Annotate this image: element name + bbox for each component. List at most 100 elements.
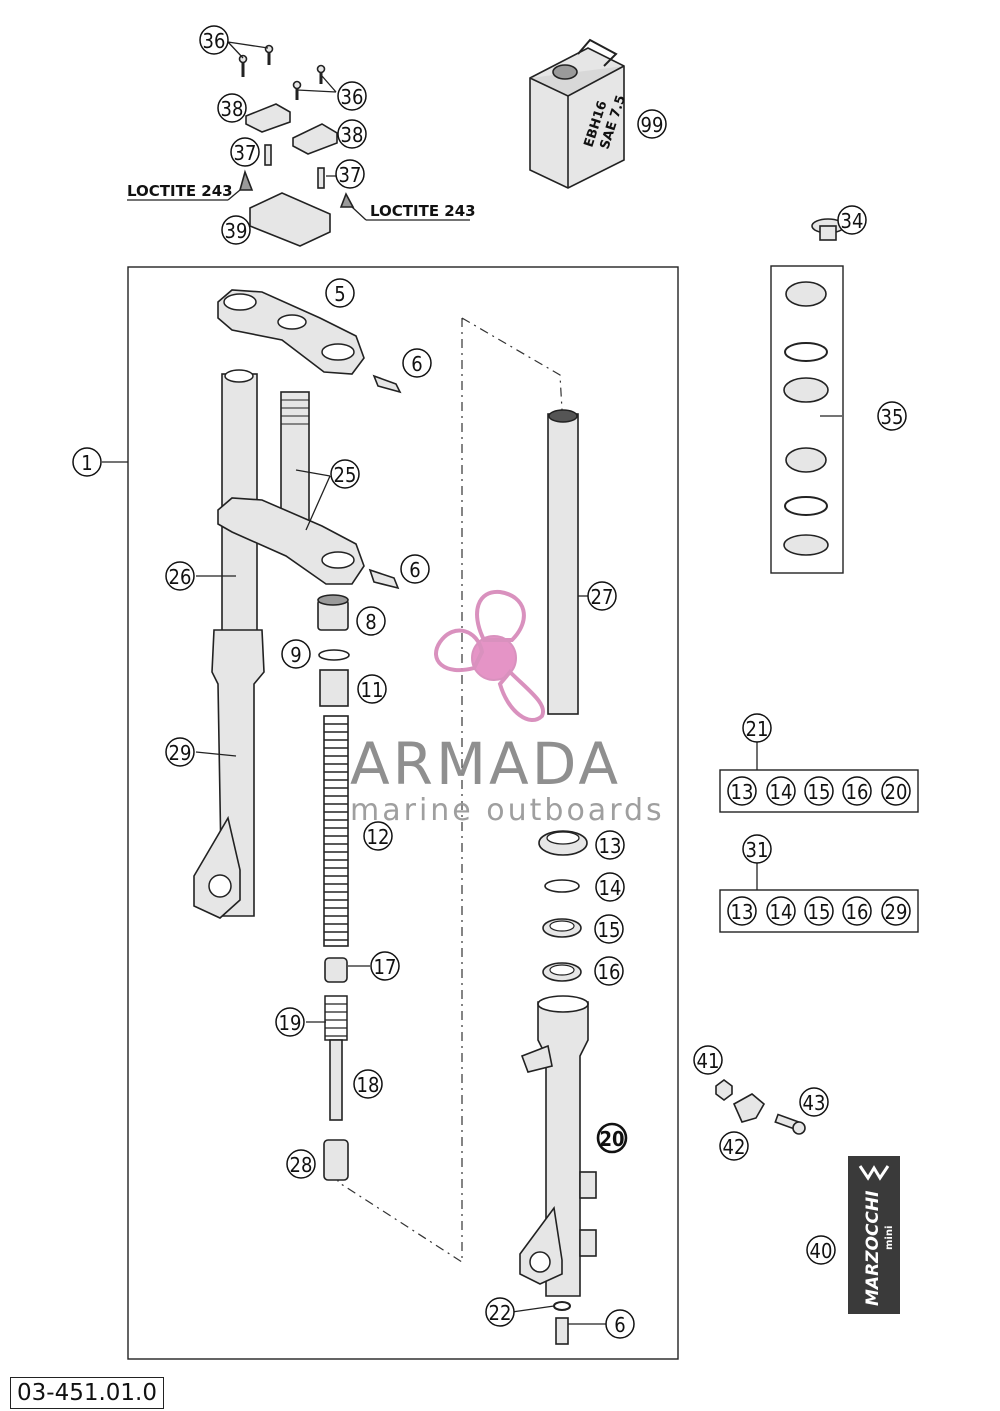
callout-label: 40	[810, 1239, 833, 1263]
callout-31: 31	[742, 834, 772, 864]
cable-clip-42	[732, 1093, 766, 1123]
callout-label: 42	[723, 1135, 746, 1159]
callout-label: 12	[367, 825, 390, 849]
callout-label: 11	[361, 678, 384, 702]
callout-label: 99	[641, 113, 664, 137]
callout-99: 99	[637, 109, 667, 139]
callout-label: 5	[334, 282, 345, 306]
callout-43: 43	[799, 1087, 829, 1117]
callout-12: 12	[363, 821, 393, 851]
callout-label: 41	[697, 1049, 720, 1073]
propeller-logo	[434, 589, 546, 723]
watermark-tagline: marine outboards	[350, 793, 665, 828]
callout-label: 15	[598, 918, 621, 942]
bottom-bolt-6	[555, 1317, 569, 1345]
callout-36: 36	[337, 81, 367, 111]
callout-label: 37	[234, 141, 257, 165]
callout-label: 13	[731, 780, 754, 804]
bolt-43	[774, 1113, 806, 1135]
callout-label: 29	[885, 900, 908, 924]
fork-oil-can	[529, 38, 625, 189]
circlip-14	[544, 879, 580, 893]
callout-11: 11	[357, 674, 387, 704]
bolt-37-b	[317, 167, 325, 189]
loctite-drop-b	[339, 192, 355, 208]
document-number: 03-451.01.0	[10, 1377, 164, 1409]
callout-label: 13	[599, 834, 622, 858]
callout-20: 20	[881, 776, 911, 806]
callout-label: 6	[614, 1313, 625, 1337]
bolt-37-a	[264, 144, 272, 166]
callout-label: 34	[841, 209, 864, 233]
callout-label: 25	[334, 463, 357, 487]
logo-brand: MARZOCCHI	[863, 1191, 883, 1306]
bolt-36-c	[292, 80, 302, 100]
callout-label: 9	[290, 643, 301, 667]
callout-29: 29	[881, 896, 911, 926]
steering-nut-34	[811, 218, 845, 241]
callout-34: 34	[837, 205, 867, 235]
callout-label: 14	[599, 876, 622, 900]
bearing-kit-35	[783, 281, 829, 556]
callout-6: 6	[605, 1309, 635, 1339]
armada-watermark: ARMADA marine outboards	[350, 589, 665, 828]
callout-label: 20	[599, 1127, 624, 1151]
washer-22	[553, 1301, 571, 1311]
callout-25: 25	[330, 459, 360, 489]
bushing-28	[323, 1139, 349, 1181]
callout-40: 40	[806, 1235, 836, 1265]
callout-label: 15	[808, 780, 831, 804]
callout-label: 20	[885, 780, 908, 804]
lower-fork-leg-20	[519, 995, 597, 1297]
callout-29: 29	[165, 737, 195, 767]
callout-15: 15	[594, 914, 624, 944]
inner-fork-tube-27	[547, 409, 579, 715]
fork-spring-12	[323, 715, 349, 947]
callout-14: 14	[595, 872, 625, 902]
callout-19: 19	[275, 1007, 305, 1037]
callout-42: 42	[719, 1131, 749, 1161]
nut-41	[715, 1079, 733, 1101]
callout-15: 15	[804, 896, 834, 926]
callout-label: 43	[803, 1091, 826, 1115]
callout-14: 14	[766, 776, 796, 806]
logo-sub: mini	[884, 1226, 895, 1250]
o-ring-9	[318, 649, 350, 661]
callout-label: 8	[365, 610, 376, 634]
callout-label: 28	[290, 1153, 313, 1177]
callout-label: 13	[731, 900, 754, 924]
callout-label: 6	[411, 352, 422, 376]
callout-17: 17	[370, 951, 400, 981]
callout-label: 39	[225, 219, 248, 243]
callout-label: 38	[221, 97, 244, 121]
callout-37: 37	[230, 137, 260, 167]
bolt-36-d	[316, 64, 326, 84]
callout-20: 20	[596, 1122, 628, 1154]
callout-18: 18	[353, 1069, 383, 1099]
callout-5: 5	[325, 278, 355, 308]
callout-label: 15	[808, 900, 831, 924]
callout-16: 16	[594, 956, 624, 986]
callout-16: 16	[842, 896, 872, 926]
callout-22: 22	[485, 1297, 515, 1327]
watermark-brand: ARMADA	[350, 730, 621, 798]
callout-16: 16	[842, 776, 872, 806]
callout-label: 1	[81, 451, 92, 475]
dust-seal-13	[538, 830, 588, 856]
callout-27: 27	[587, 581, 617, 611]
callout-38: 38	[217, 93, 247, 123]
callout-label: 37	[339, 163, 362, 187]
clamp-bolt-6-upper	[372, 374, 402, 394]
callout-label: 6	[409, 558, 420, 582]
seal-kit-frame-31	[719, 889, 919, 933]
upper-triple-clamp	[217, 289, 365, 375]
callout-13: 13	[595, 830, 625, 860]
callout-label: 38	[341, 123, 364, 147]
callout-13: 13	[727, 776, 757, 806]
outer-fork-leg-29	[193, 629, 265, 919]
bearing-kit-frame	[770, 265, 844, 574]
callout-label: 21	[746, 717, 769, 741]
oil-seal-15	[542, 918, 582, 938]
callout-28: 28	[286, 1149, 316, 1179]
